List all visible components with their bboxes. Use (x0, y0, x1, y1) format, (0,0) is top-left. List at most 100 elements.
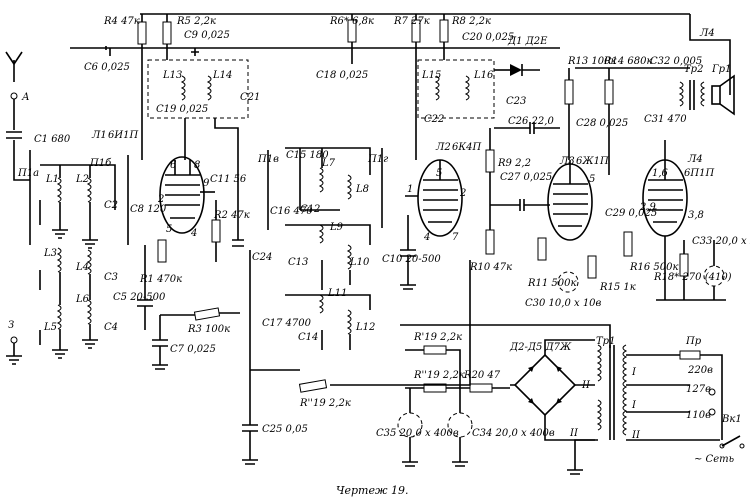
r2-label: R2 47к (213, 210, 250, 221)
c25-label: C25 0,05 (262, 424, 308, 435)
c6-cap (105, 46, 111, 56)
l2-pin4: 4 (423, 232, 430, 243)
r13-label: R13 100к (567, 56, 617, 67)
c23-label: C22 (424, 114, 444, 125)
r20-resistor (469, 383, 493, 393)
l5-label: L5 (43, 322, 57, 333)
tube-l1 (159, 156, 215, 234)
cathode-wires (664, 236, 715, 300)
c32-label: C32 0,005 (650, 56, 702, 67)
c10-label: C24 (252, 252, 272, 263)
l1-pin5: 5 (166, 224, 172, 235)
l4-pin38: 3,8 (688, 210, 704, 221)
hv-bus (400, 324, 611, 348)
switch-p1g-label: П1г (367, 154, 388, 165)
c28-label: C28 0,025 (576, 118, 628, 129)
r15-resistor (587, 255, 597, 279)
winding-ii-c: II (569, 428, 579, 439)
l6-label: L6 (75, 294, 90, 305)
c12-label: C12 (300, 204, 320, 215)
r16-label: R16 500к (629, 262, 679, 273)
l14-label: L14 (212, 70, 232, 81)
mains-label: ~ Сеть (694, 454, 734, 465)
c7-cap (152, 315, 168, 370)
l9-label: L9 (329, 222, 344, 233)
mains-switch[interactable] (719, 435, 745, 449)
c5-label: C5 20-500 (113, 292, 166, 303)
l15-coil (434, 75, 440, 101)
mains-switch-label: Вк1 (721, 414, 742, 425)
c21-label: C19 0,025 (156, 104, 208, 115)
if1-wires (184, 118, 239, 200)
tap-220: 220в (687, 365, 713, 376)
r11-resistor (485, 229, 495, 255)
tube-l3-ref: Л3 (559, 156, 575, 167)
r8-resistor (439, 19, 449, 43)
r1-label: R1 470к (139, 274, 182, 285)
switch-p1a-label: П1а (17, 168, 39, 179)
l1-pin4: 4 (190, 228, 197, 239)
tap-contact-110[interactable] (708, 408, 716, 416)
r3-resistor (193, 307, 221, 321)
l1-label: L1 (45, 174, 59, 185)
c33-label: C33 20,0 х 20в (692, 236, 750, 247)
figure-caption: Чертеж 19. (336, 484, 409, 497)
r5-label: R5 2,2к (176, 16, 216, 27)
l7-label: L7 (321, 158, 336, 169)
lamp-wire (689, 14, 731, 95)
c7-label: C7 0,025 (170, 344, 216, 355)
c27-label: C27 0,025 (500, 172, 552, 183)
l2-pin1: 1 (407, 184, 413, 195)
mains-tap-wires (626, 354, 720, 441)
heterodyne-coils (285, 147, 371, 350)
c27-cap (490, 199, 550, 211)
r13-resistor (564, 79, 574, 105)
tap-contact-127[interactable] (708, 388, 716, 396)
fuse-wire (700, 354, 723, 440)
l8-label: L8 (355, 184, 369, 195)
switch-p1b-label: П1б (89, 158, 112, 169)
r19b-label: R''19 2,2к (413, 370, 465, 381)
l1-pin8: 8 (194, 160, 200, 171)
c29-label: C29 0,025 (605, 208, 657, 219)
tube-l3 (547, 160, 593, 241)
r18-label: R18* 270 (410) (653, 272, 732, 283)
tube-l2-type: 6К4П (452, 142, 481, 153)
diode-d1 (494, 64, 540, 76)
c34-cap (447, 412, 473, 438)
r7-label: R7 27к (393, 16, 430, 27)
power-transformer (596, 344, 628, 440)
ground-terminal (6, 336, 22, 365)
if-transformer-2 (417, 59, 495, 119)
psu-ground (567, 439, 598, 475)
l15-label: L15 (421, 70, 441, 81)
r16-resistor (623, 231, 633, 257)
l1-pin6: 6 (170, 160, 177, 171)
l2-label: L2 (75, 174, 89, 185)
l1-pin9: 9 (203, 178, 210, 189)
r11-label: R10 47к (469, 262, 512, 273)
r19a-resistor (423, 345, 447, 355)
l3-pin5: 5 (589, 174, 595, 185)
tube-l4 (642, 140, 688, 237)
tr1-label: Тр1 (596, 336, 615, 347)
if-transformer-1 (147, 59, 249, 119)
winding-ii-b: II (631, 430, 641, 441)
l4-pin16: 1,6 (652, 168, 669, 179)
tap-127: 127в (686, 384, 711, 395)
r2-resistor (211, 219, 221, 243)
c9-cap (191, 48, 199, 56)
c24-label: C23 (506, 96, 526, 107)
r4-label: R4 47к (103, 16, 140, 27)
l2-pin2: 2 (459, 188, 466, 199)
c15-label: C15 180 (286, 150, 329, 161)
l2-pin7: 7 (452, 232, 459, 243)
d1-label: Д1 Д2Е (507, 36, 548, 47)
c30-cap (557, 271, 579, 293)
l16-label: L16 (473, 70, 494, 81)
switch-p1v-label: П1в (257, 154, 279, 165)
r9-resistor (298, 379, 328, 393)
c11-label: C11 56 (210, 174, 247, 185)
c26-cap (494, 122, 560, 134)
